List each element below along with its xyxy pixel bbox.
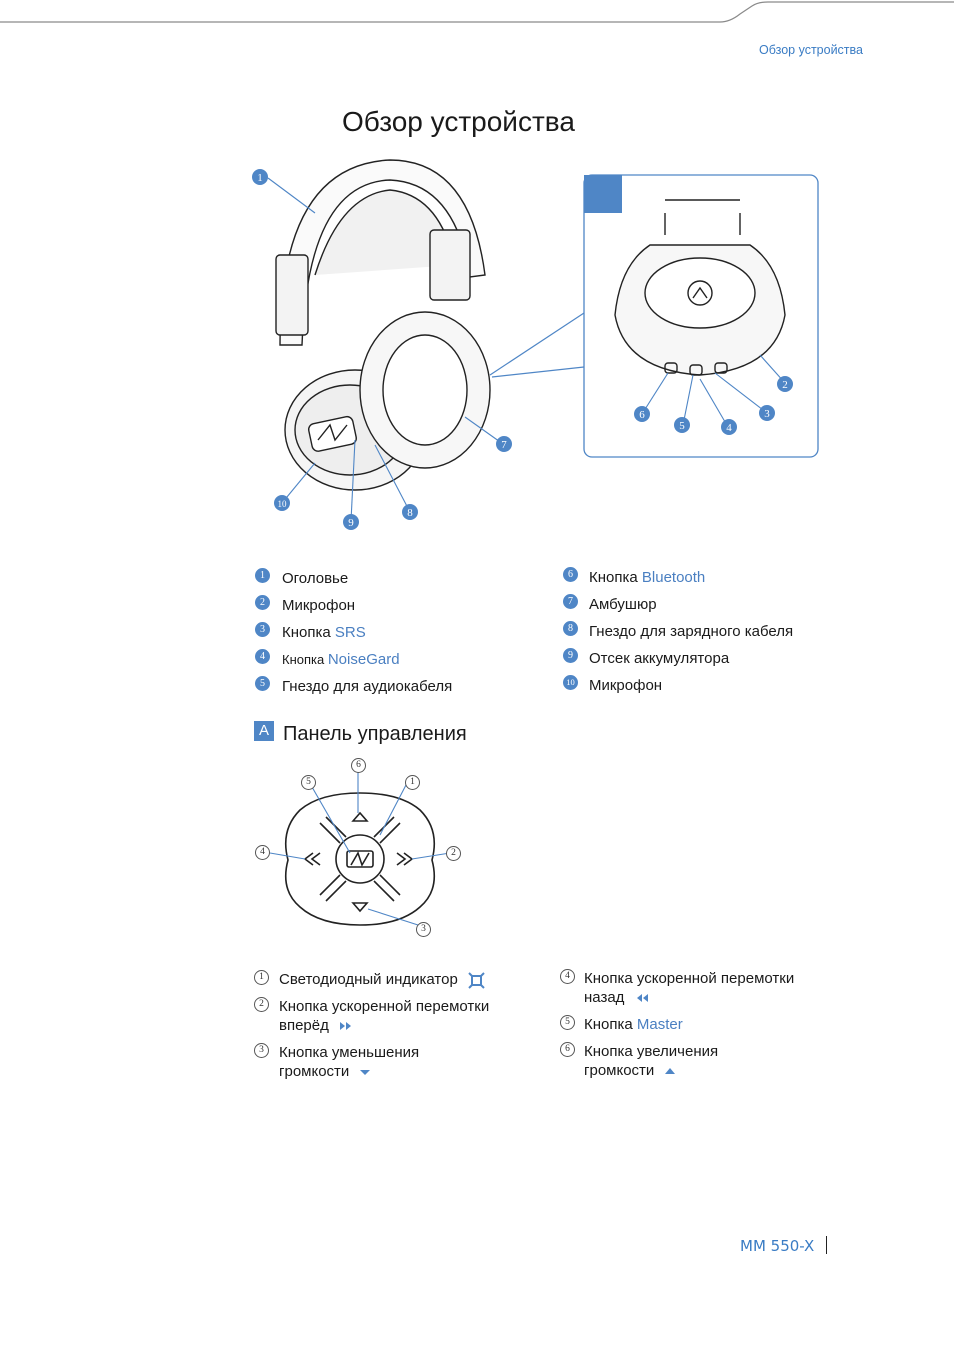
control-item-led: Светодиодный индикатор	[279, 970, 485, 989]
rewind-icon	[636, 994, 648, 1003]
panel-callout: 4	[255, 845, 270, 860]
panel-callout: 1	[405, 775, 420, 790]
control-item-rewind: Кнопка ускоренной перемотки назад	[584, 970, 795, 1006]
legend-num: 6	[563, 567, 578, 582]
control-num: 3	[254, 1043, 269, 1058]
callout-1: 1	[257, 172, 263, 184]
legend-num: 9	[563, 648, 578, 663]
legend-item-noisegard: Кнопка NoiseGard	[282, 651, 400, 668]
legend-item-microphone: Микрофон	[282, 597, 356, 614]
svg-text:6: 6	[639, 409, 645, 421]
svg-text:3: 3	[764, 408, 770, 420]
legend-item-srs: Кнопка SRS	[282, 624, 366, 641]
panel-callout: 6	[351, 758, 366, 773]
footer-divider	[826, 1236, 827, 1254]
svg-text:8: 8	[407, 507, 413, 519]
legend-item-ear-cushion: Амбушюр	[589, 596, 657, 613]
section-title: Панель управления	[283, 723, 467, 745]
legend-item-headband: Оголовье	[282, 570, 349, 587]
led-icon	[468, 971, 485, 989]
legend-num: 3	[255, 622, 270, 637]
fast-forward-icon	[340, 1022, 352, 1031]
legend-num: 8	[563, 621, 578, 636]
control-item-master: Кнопка Master	[584, 1016, 683, 1033]
volume-down-icon	[360, 1070, 371, 1076]
control-panel-illustration	[269, 772, 451, 926]
running-header: Обзор устройства	[759, 43, 863, 57]
panel-callout: 2	[446, 846, 461, 861]
page-title: Обзор устройства	[342, 106, 575, 137]
legend-num: 10	[563, 675, 578, 690]
control-item-volume-up: Кнопка увеличения громкости	[584, 1043, 719, 1079]
control-num: 1	[254, 970, 269, 985]
svg-text:9: 9	[348, 517, 354, 529]
panel-callout: 5	[301, 775, 316, 790]
legend-num: 7	[563, 594, 578, 609]
legend-num: 1	[255, 568, 270, 583]
control-num: 6	[560, 1042, 575, 1057]
header-rule	[0, 1, 954, 23]
control-num: 2	[254, 997, 269, 1012]
control-num: 5	[560, 1015, 575, 1030]
legend-num: 2	[255, 595, 270, 610]
volume-up-icon	[665, 1068, 676, 1075]
legend-item-audio-jack: Гнездо для аудиокабеля	[282, 678, 453, 695]
svg-text:7: 7	[501, 439, 507, 451]
footer-model: MM 550-X	[740, 1237, 815, 1255]
control-num: 4	[560, 969, 575, 984]
legend-item-microphone-2: Микрофон	[589, 677, 663, 694]
legend-num: 5	[255, 676, 270, 691]
headphones-illustration: 1 2 3 4 5 6 7 8 9 10	[252, 159, 819, 530]
legend-item-bluetooth: Кнопка Bluetooth	[589, 569, 706, 586]
control-item-volume-down: Кнопка уменьшения громкости	[279, 1044, 420, 1080]
panel-callout: 3	[416, 922, 431, 937]
legend-num: 4	[255, 649, 270, 664]
section-tag: A	[254, 721, 274, 741]
legend-item-charging-jack: Гнездо для зарядного кабеля	[589, 623, 794, 640]
svg-text:2: 2	[782, 379, 788, 391]
svg-text:10: 10	[278, 499, 288, 509]
control-item-fast-forward: Кнопка ускоренной перемотки вперёд	[279, 998, 490, 1034]
legend-item-battery: Отсек аккумулятора	[589, 650, 730, 667]
svg-text:5: 5	[679, 420, 685, 432]
svg-text:4: 4	[726, 422, 732, 434]
